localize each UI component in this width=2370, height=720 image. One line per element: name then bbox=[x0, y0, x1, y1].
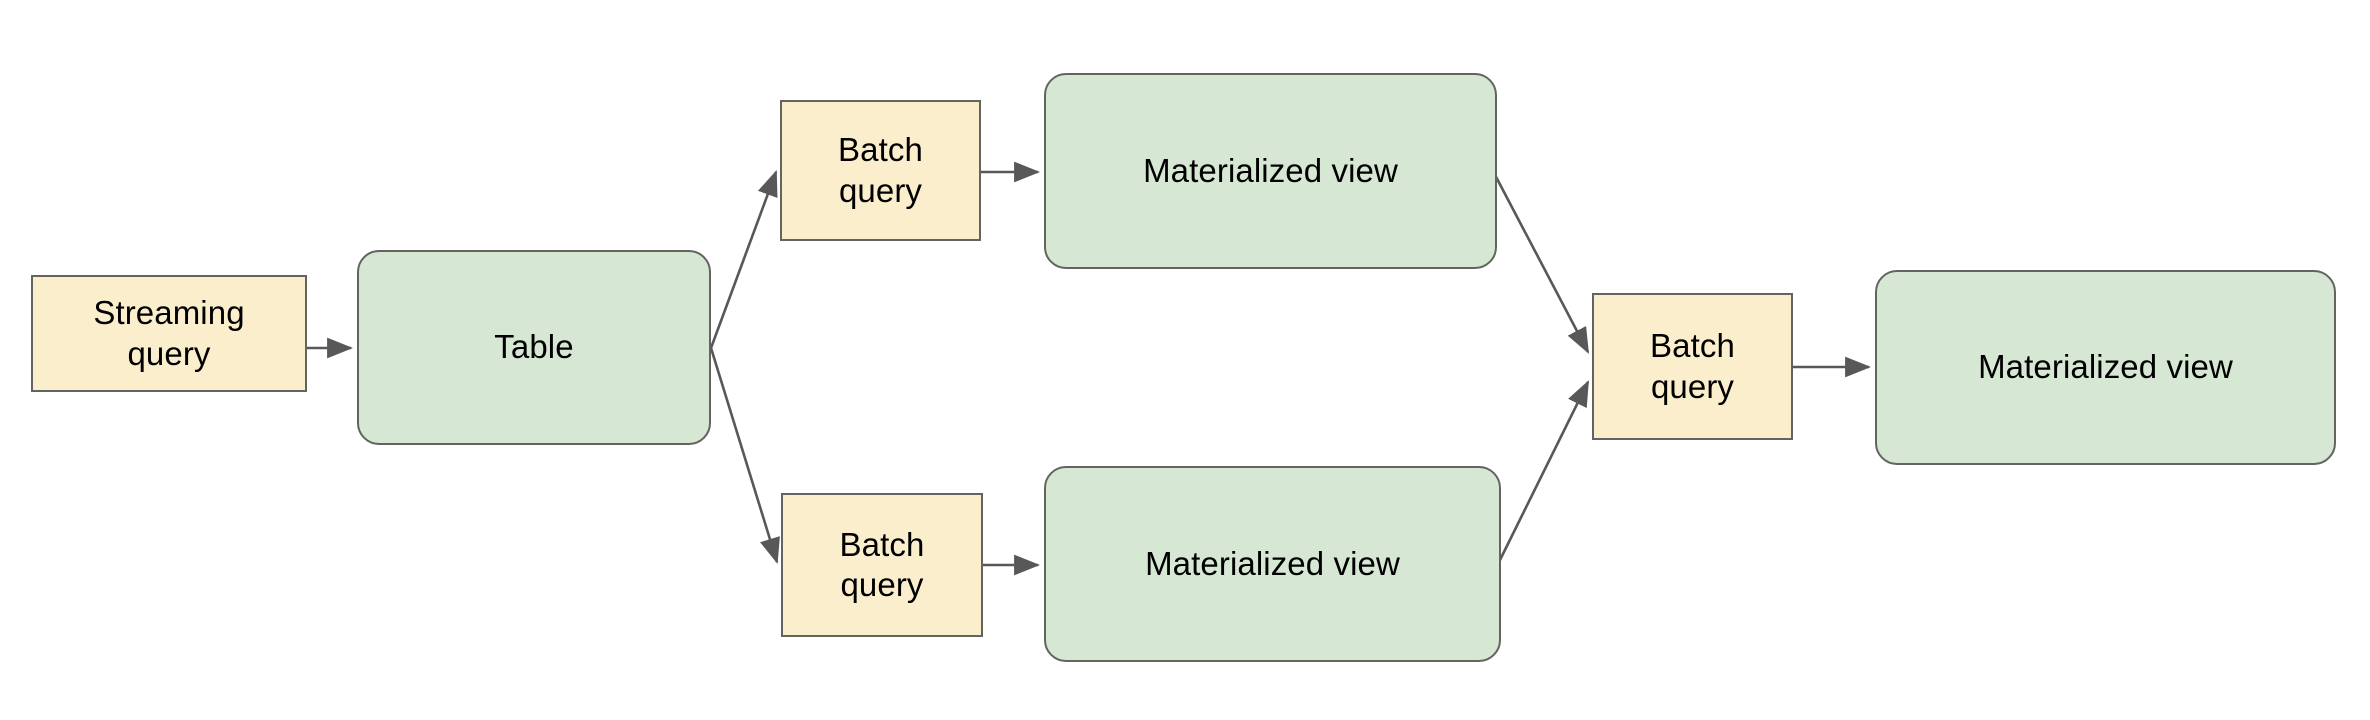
edge-table-to-batch-query-top bbox=[709, 170, 778, 349]
node-label-materialized-view-top: Materialized view bbox=[1143, 151, 1398, 189]
node-label-materialized-view-final: Materialized view bbox=[1978, 348, 2233, 386]
node-table[interactable]: Table bbox=[357, 250, 711, 445]
edge-table-to-batch-query-bottom bbox=[709, 347, 780, 564]
edge-materialized-view-top-to-batch-query-merge bbox=[1492, 172, 1590, 354]
node-label-materialized-view-bottom: Materialized view bbox=[1145, 544, 1400, 582]
node-label-batch-query-bottom: Batch query bbox=[839, 525, 925, 603]
node-batch-query-top[interactable]: Batch query bbox=[780, 100, 981, 241]
node-label-batch-query-merge: Batch query bbox=[1650, 327, 1735, 405]
node-materialized-view-top[interactable]: Materialized view bbox=[1044, 73, 1497, 269]
node-streaming-query[interactable]: Streaming query bbox=[31, 275, 307, 392]
edge-materialized-view-bottom-to-batch-query-merge bbox=[1497, 380, 1590, 563]
node-label-batch-query-top: Batch query bbox=[838, 131, 923, 209]
node-batch-query-bottom[interactable]: Batch query bbox=[781, 493, 983, 637]
node-label-streaming-query: Streaming query bbox=[93, 294, 245, 372]
node-materialized-view-final[interactable]: Materialized view bbox=[1875, 270, 2336, 465]
node-batch-query-merge[interactable]: Batch query bbox=[1592, 293, 1793, 440]
node-label-table: Table bbox=[494, 328, 574, 366]
node-materialized-view-bottom[interactable]: Materialized view bbox=[1044, 466, 1501, 662]
